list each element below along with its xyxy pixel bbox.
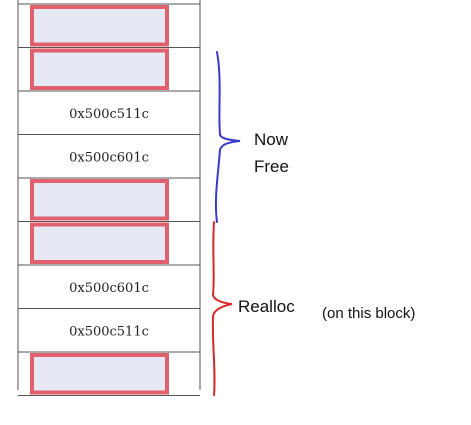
memory-block — [30, 5, 169, 47]
memory-block — [30, 179, 169, 221]
memory-block — [30, 48, 169, 90]
address-label: 0x500c511c — [69, 324, 149, 339]
realloc-label: Realloc — [238, 297, 295, 316]
address-label: 0x500c601c — [69, 281, 149, 296]
realloc-note: (on this block) — [322, 305, 415, 322]
address-label: 0x500c511c — [69, 107, 149, 122]
memory-cells: 0x500c511c 0x500c601c 0x500c601c 0x500c511c — [18, 3, 200, 396]
realloc-brace — [211, 221, 233, 396]
now-free-label-line1: Now — [254, 130, 289, 149]
now-free-label-line2: Free — [254, 157, 289, 176]
memory-block — [30, 222, 169, 264]
address-label: 0x500c601c — [69, 150, 149, 165]
now-free-brace — [214, 51, 241, 223]
memory-block — [30, 353, 169, 395]
